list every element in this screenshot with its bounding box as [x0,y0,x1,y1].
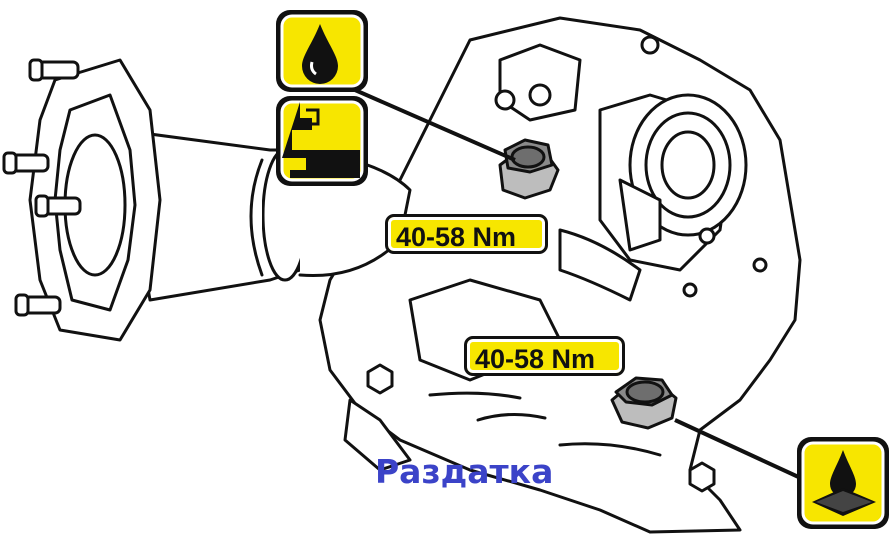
output-flange [2,58,162,342]
drain-plug-bolt [610,376,678,430]
leader-lines [354,88,806,482]
oil-drop-icon [276,10,368,92]
oil-fill-level-icon [276,96,368,186]
output-tube [118,128,412,302]
housing-body [318,16,802,534]
oil-drain-icon [797,437,889,529]
torque-label-lower: 40-58 Nm [464,336,625,376]
torque-label-upper: 40-58 Nm [385,214,548,254]
diagram-caption: Раздатка [375,452,554,491]
fill-plug-bolt [498,138,560,200]
